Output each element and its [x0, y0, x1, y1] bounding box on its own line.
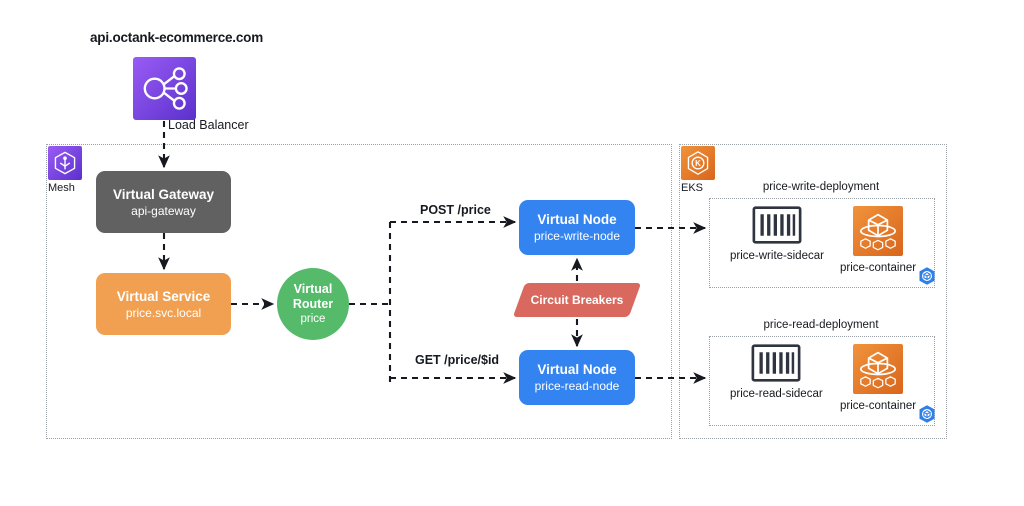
virtual-service-title: Virtual Service — [116, 288, 211, 304]
virtual-node-write-subtitle: price-write-node — [533, 229, 621, 243]
read-sidecar-label: price-read-sidecar — [730, 388, 823, 400]
read-deployment-box — [709, 336, 935, 426]
circuit-breakers-shape[interactable]: Circuit Breakers — [512, 283, 642, 317]
container-icon — [853, 206, 904, 256]
write-sidecar-label: price-write-sidecar — [730, 250, 824, 262]
virtual-node-read[interactable]: Virtual Node price-read-node — [519, 350, 635, 405]
route-label-get: GET /price/$id — [415, 353, 500, 367]
virtual-node-write-title: Virtual Node — [537, 212, 617, 227]
route-label-post: POST /price — [420, 203, 491, 217]
load-balancer-icon — [133, 57, 196, 120]
app-mesh-icon — [48, 146, 82, 180]
virtual-node-read-title: Virtual Node — [537, 362, 617, 377]
container-icon — [853, 344, 904, 394]
pod-badge-icon — [919, 405, 935, 423]
write-container-item[interactable]: price-container — [840, 206, 916, 274]
virtual-gateway-subtitle: api-gateway — [131, 203, 196, 218]
envoy-proxy-icon — [751, 344, 801, 382]
virtual-gateway-node[interactable]: Virtual Gateway api-gateway — [96, 171, 231, 233]
virtual-service-node[interactable]: Virtual Service price.svc.local — [96, 273, 231, 335]
virtual-node-read-subtitle: price-read-node — [534, 379, 620, 393]
virtual-gateway-title: Virtual Gateway — [112, 186, 215, 202]
virtual-node-write[interactable]: Virtual Node price-write-node — [519, 200, 635, 255]
mesh-icon-group: Mesh — [48, 146, 88, 195]
mesh-label: Mesh — [48, 182, 75, 194]
eks-icon: K — [681, 146, 715, 180]
read-sidecar-item[interactable]: price-read-sidecar — [730, 344, 823, 400]
read-container-item[interactable]: price-container — [840, 344, 916, 412]
virtual-router-subtitle: price — [300, 313, 326, 325]
read-container-label: price-container — [840, 400, 917, 412]
virtual-service-subtitle: price.svc.local — [125, 305, 202, 320]
write-container-label: price-container — [840, 262, 917, 274]
virtual-router-node[interactable]: Virtual Router price — [277, 268, 349, 340]
svg-text:K: K — [695, 159, 701, 168]
write-sidecar-item[interactable]: price-write-sidecar — [730, 206, 824, 262]
mesh-boundary — [46, 144, 672, 439]
eks-boundary — [679, 144, 947, 439]
page-title: api.octank-ecommerce.com — [90, 30, 264, 45]
circuit-breakers-label: Circuit Breakers — [530, 293, 624, 307]
virtual-router-title-line1: Virtual — [293, 282, 333, 296]
eks-icon-group: K EKS — [681, 146, 721, 195]
write-deployment-box — [709, 198, 935, 288]
eks-label: EKS — [681, 182, 704, 194]
envoy-proxy-icon — [752, 206, 802, 244]
write-deployment-title: price-write-deployment — [762, 181, 880, 193]
virtual-router-title-line2: Router — [292, 297, 334, 311]
pod-badge-icon — [919, 267, 935, 285]
load-balancer-label: Load Balancer — [168, 118, 249, 132]
read-deployment-title: price-read-deployment — [763, 319, 879, 331]
